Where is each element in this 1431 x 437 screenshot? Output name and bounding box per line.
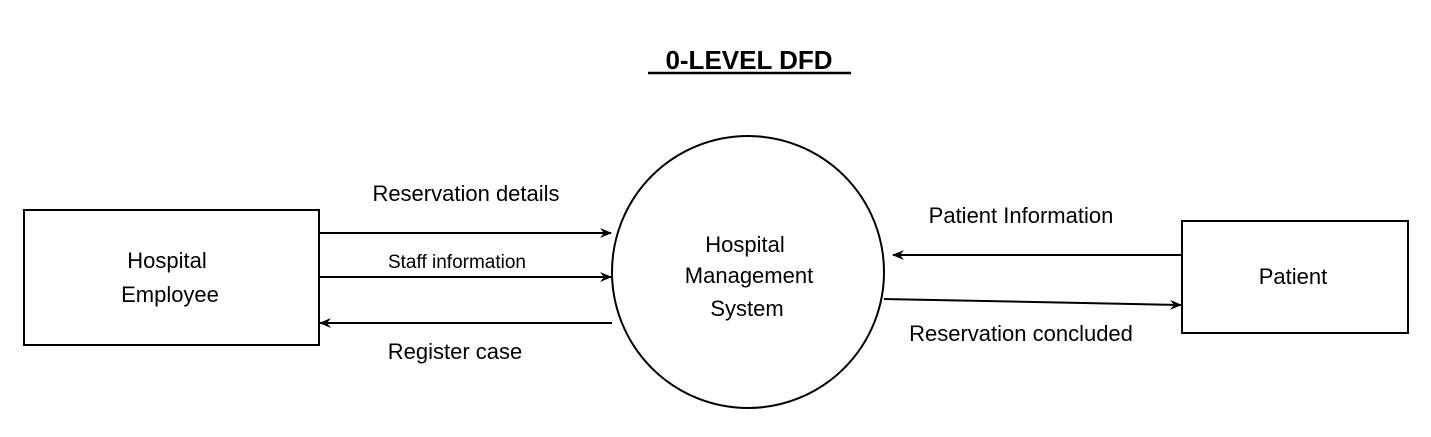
flow-reservation-details[interactable]: Reservation details — [319, 181, 612, 238]
flow-patient-information[interactable]: Patient Information — [892, 203, 1181, 260]
entity-patient[interactable]: Patient — [1181, 220, 1409, 334]
process-hospital-management-system[interactable]: Hospital Management System — [611, 135, 885, 409]
process-label-line1: Hospital — [705, 232, 784, 257]
process-label-line2: Management — [685, 263, 813, 288]
flow-reservation-details-label: Reservation details — [372, 181, 559, 206]
flow-register-case-label: Register case — [388, 339, 523, 364]
flow-staff-information-label: Staff information — [388, 252, 526, 273]
process-label-line3: System — [710, 296, 783, 321]
entity-patient-label: Patient — [1259, 264, 1328, 289]
flow-staff-information[interactable]: Staff information — [319, 252, 612, 282]
entity-employee-label-line2: Employee — [121, 282, 219, 307]
flow-patient-information-label: Patient Information — [929, 203, 1114, 228]
flow-register-case[interactable]: Register case — [319, 318, 612, 364]
entity-employee-label-line1: Hospital — [127, 248, 206, 273]
flow-reservation-concluded-label: Reservation concluded — [909, 321, 1133, 346]
diagram-title: 0-LEVEL DFD — [665, 45, 832, 75]
entity-hospital-employee[interactable]: Hospital Employee — [23, 209, 320, 346]
flow-reservation-concluded-arrow — [883, 298, 1182, 310]
flow-reservation-concluded[interactable]: Reservation concluded — [883, 298, 1182, 346]
